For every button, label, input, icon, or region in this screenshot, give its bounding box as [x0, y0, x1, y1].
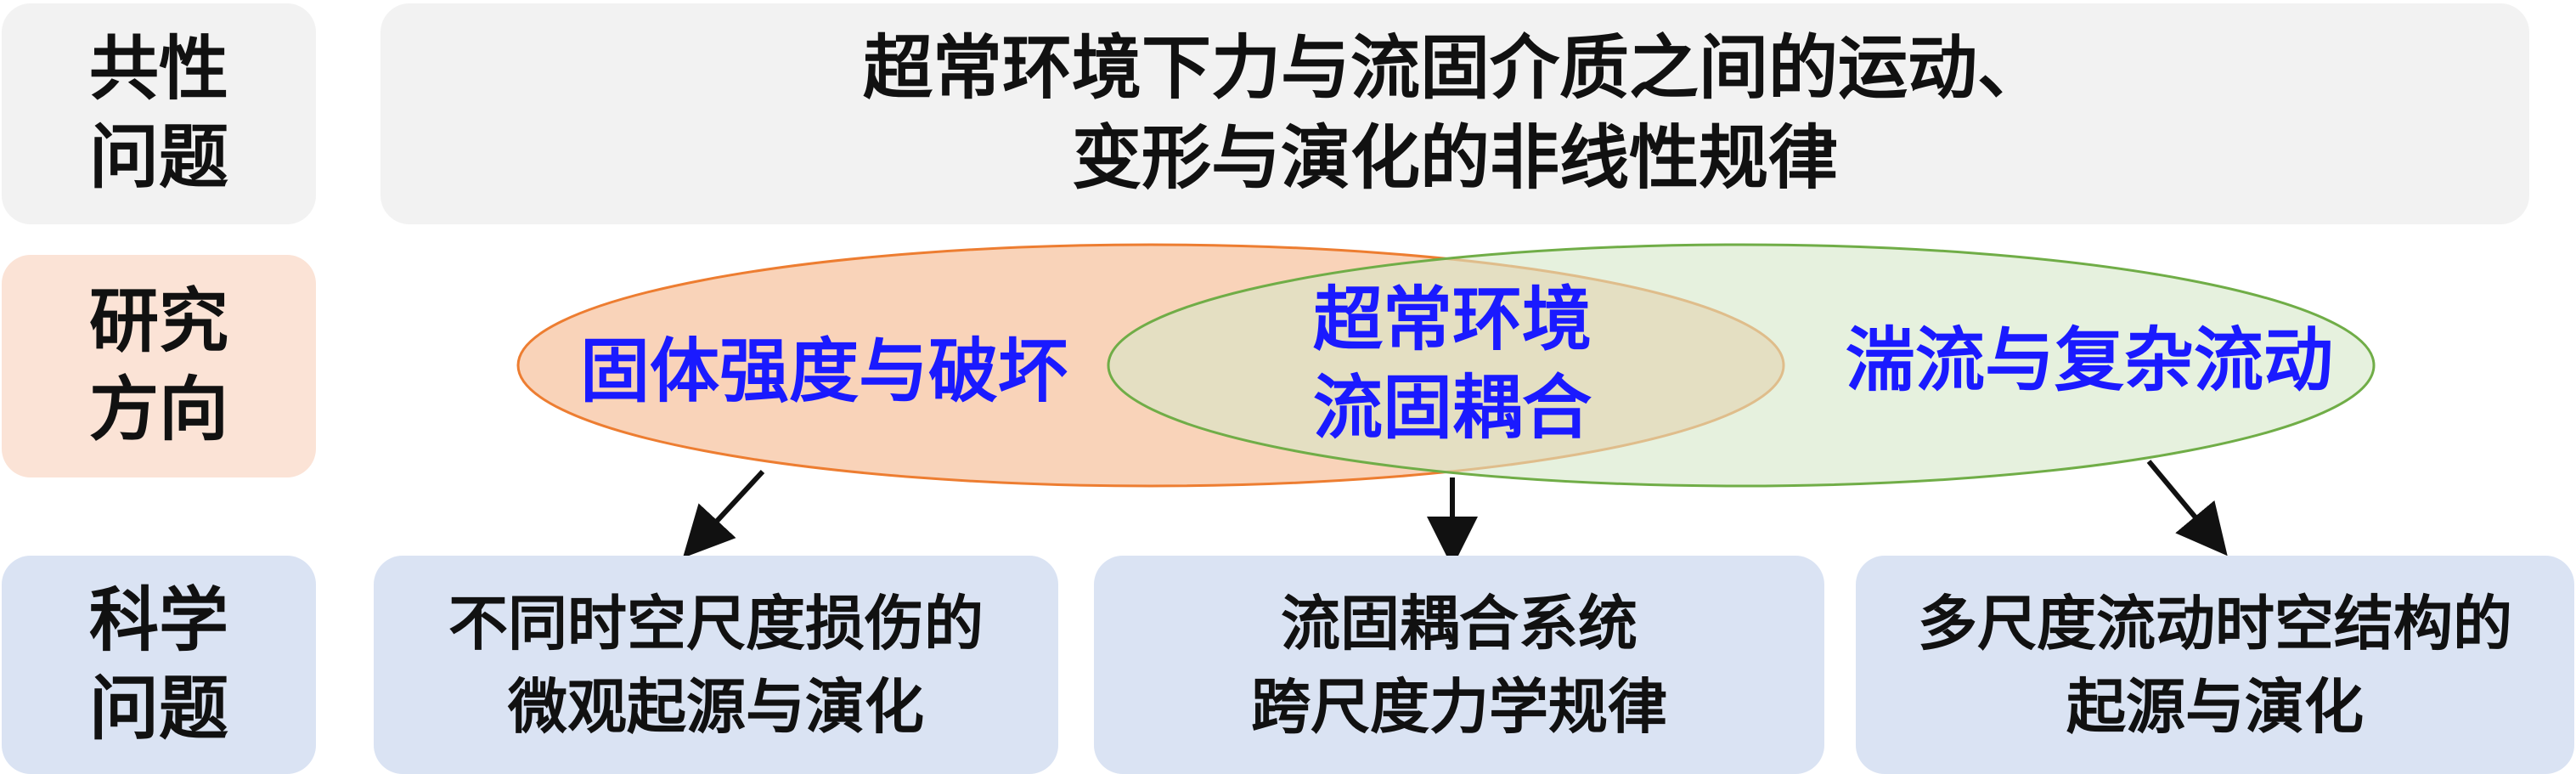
research-direction-label: 研究 方向	[2, 255, 316, 477]
arrow-to-damage-question	[682, 469, 765, 558]
turbulence-label: 湍流与复杂流动	[1845, 320, 2333, 401]
question-box-damage: 不同时空尺度损伤的 微观起源与演化	[374, 556, 1058, 774]
science-problem-label: 科学 问题	[2, 556, 316, 774]
extreme-coupling-label: 超常环境 流固耦合	[1312, 280, 1592, 449]
turbulence-ellipse	[1107, 243, 2376, 488]
solid-strength-label: 固体强度与破坏	[579, 331, 1068, 412]
arrow-to-flow-question	[2146, 460, 2228, 556]
common-problem-label: 共性 问题	[2, 3, 316, 224]
question-box-coupling: 流固耦合系统 跨尺度力学规律	[1094, 556, 1824, 774]
common-problem-box: 超常环境下力与流固介质之间的运动、 变形与演化的非线性规律	[380, 3, 2529, 224]
question-box-flow: 多尺度流动时空结构的 起源与演化	[1856, 556, 2574, 774]
